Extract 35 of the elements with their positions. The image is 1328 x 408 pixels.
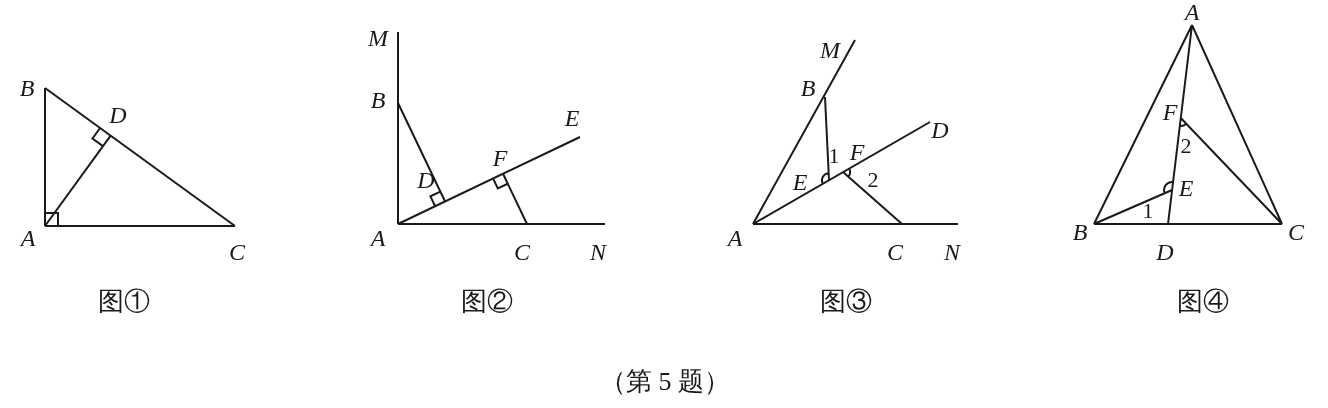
point-label: D — [109, 103, 127, 127]
point-label: E — [1178, 176, 1194, 200]
angle-label: 2 — [867, 169, 879, 191]
point-label: D — [1156, 240, 1174, 264]
figure-caption: 图① — [98, 289, 150, 315]
point-label: A — [20, 226, 36, 250]
problem-caption: （第 5 题） — [600, 369, 730, 395]
figure-caption: 图② — [461, 289, 513, 315]
angle-label: 1 — [828, 145, 840, 167]
point-label: N — [944, 240, 960, 264]
figure-caption: 图③ — [820, 289, 872, 315]
point-label: D — [931, 118, 949, 142]
point-label: M — [368, 26, 388, 50]
point-label: B — [800, 76, 816, 100]
point-label: F — [1162, 100, 1178, 124]
point-label: C — [229, 240, 245, 264]
point-label: F — [492, 146, 508, 170]
point-label: B — [1072, 220, 1088, 244]
point-label: B — [19, 76, 35, 100]
point-label: C — [514, 240, 530, 264]
point-label: M — [820, 38, 840, 62]
point-label: A — [727, 226, 743, 250]
point-label: F — [849, 140, 865, 164]
figure-caption: 图④ — [1177, 289, 1229, 315]
point-label: C — [887, 240, 903, 264]
point-label: C — [1288, 220, 1304, 244]
angle-label: 1 — [1142, 200, 1154, 222]
point-label: A — [370, 226, 386, 250]
point-label: E — [792, 170, 808, 194]
point-label: A — [1184, 0, 1200, 24]
point-label: E — [564, 106, 580, 130]
point-label: B — [370, 88, 386, 112]
point-label: D — [417, 168, 435, 192]
angle-label: 2 — [1180, 135, 1192, 157]
point-label: N — [590, 240, 606, 264]
